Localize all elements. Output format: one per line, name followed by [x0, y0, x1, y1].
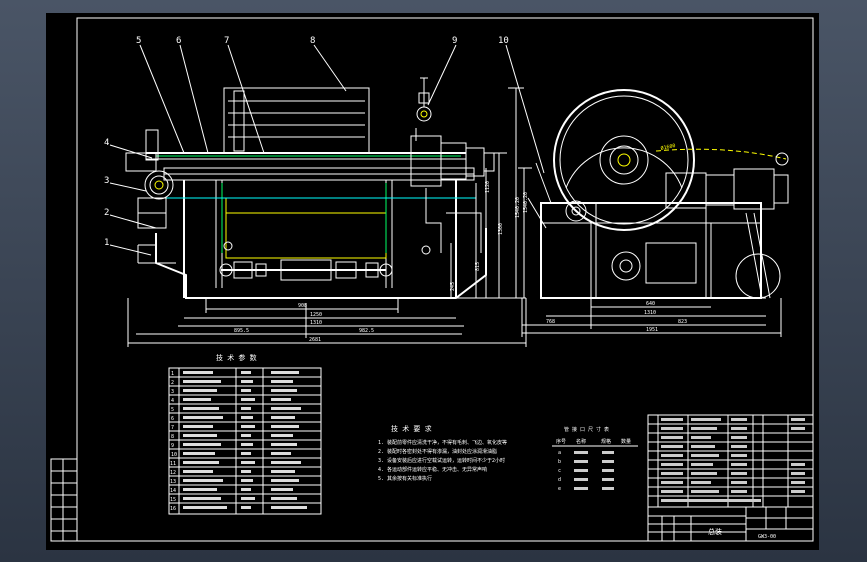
- svg-text:数量: 数量: [621, 438, 631, 445]
- dim-front-1540-20: 1540.20: [515, 197, 521, 218]
- dim-side-1540-20: 1540.20: [523, 192, 529, 213]
- part-number-8: 8: [310, 36, 315, 46]
- svg-text:12: 12: [170, 470, 176, 476]
- dim-side-640: 640: [646, 301, 655, 307]
- dim-side-1310: 1310: [644, 310, 656, 316]
- front-dimension-lines: [127, 298, 527, 347]
- dim-front-895-5: 895.5: [234, 328, 249, 334]
- svg-text:3: 3: [171, 389, 174, 395]
- svg-text:2: 2: [171, 380, 174, 386]
- svg-text:3. 设备安装后应进行空载试运转，运转时间不少于2小时: 3. 设备安装后应进行空载试运转，运转时间不少于2小时: [378, 457, 505, 464]
- left-margin-block: [50, 458, 78, 542]
- part-leaders: [109, 44, 545, 256]
- svg-text:名称: 名称: [576, 438, 586, 445]
- svg-text:13: 13: [170, 479, 176, 485]
- part-number-7: 7: [224, 36, 229, 46]
- dim-front-2681: 2681: [309, 337, 321, 343]
- svg-text:c: c: [558, 468, 561, 474]
- svg-text:5: 5: [171, 407, 174, 413]
- svg-text:4. 各运动部件运转应平稳、无冲击、无异常声响: 4. 各运动部件运转应平稳、无冲击、无异常声响: [378, 466, 487, 473]
- tech-parameters-table: [168, 367, 322, 515]
- part-number-9: 9: [452, 36, 457, 46]
- svg-text:序号: 序号: [556, 438, 566, 445]
- svg-text:b: b: [558, 459, 561, 465]
- tech-table-row-numbers: 1 2 3 4 5 6 7 8 9 10 11 12 13 14 15 16: [170, 371, 177, 512]
- part-number-6: 6: [176, 36, 181, 46]
- title-block: [647, 506, 814, 542]
- svg-text:5. 其余按有关标准执行: 5. 其余按有关标准执行: [378, 475, 432, 482]
- svg-text:e: e: [558, 486, 561, 492]
- svg-text:1. 装配前零件应清洗干净，不得有毛刺、飞边、氧化皮等: 1. 装配前零件应清洗干净，不得有毛刺、飞边、氧化皮等: [378, 439, 507, 446]
- svg-text:1: 1: [171, 371, 174, 377]
- part-number-3: 3: [104, 176, 109, 186]
- svg-text:8: 8: [171, 434, 174, 440]
- dim-front-815: 815: [475, 262, 481, 271]
- side-view: [518, 89, 789, 299]
- svg-text:16: 16: [170, 506, 176, 512]
- svg-text:10: 10: [171, 452, 177, 458]
- cad-drawing: 1540.20 1300 1120 815 245 908 1250 1310 …: [50, 17, 814, 542]
- svg-text:7: 7: [171, 425, 174, 431]
- front-view: [125, 77, 526, 299]
- dim-side-1951: 1951: [646, 327, 658, 333]
- dim-front-245: 245: [450, 282, 456, 291]
- svg-text:15: 15: [170, 497, 176, 503]
- dim-front-1250: 1250: [310, 312, 322, 318]
- svg-text:a: a: [558, 450, 561, 456]
- part-number-4: 4: [104, 138, 109, 148]
- tech-req-lines: 1. 装配前零件应清洗干净，不得有毛刺、飞边、氧化皮等 2. 装配时各密封处不得…: [378, 439, 507, 482]
- dim-front-982-5: 982.5: [359, 328, 374, 334]
- part-number-1: 1: [104, 238, 109, 248]
- svg-text:规格: 规格: [601, 438, 611, 445]
- dim-front-1310: 1310: [310, 320, 322, 326]
- svg-text:2. 装配时各密封处不得有渗漏，油封处应涂润滑油脂: 2. 装配时各密封处不得有渗漏，油封处应涂润滑油脂: [378, 448, 497, 455]
- drawing-border: [76, 17, 814, 542]
- interface-table: 序号 名称 规格 数量 a b c d e: [552, 438, 638, 492]
- tech-req-title: 技 术 要 求: [391, 424, 432, 433]
- part-number-10: 10: [498, 36, 509, 46]
- dim-front-908: 908: [298, 303, 307, 309]
- dim-side-823: 823: [678, 319, 687, 325]
- svg-text:d: d: [558, 477, 561, 483]
- svg-text:11: 11: [170, 461, 176, 467]
- dim-front-1120: 1120: [485, 181, 491, 193]
- part-number-2: 2: [104, 208, 109, 218]
- interface-table-title: 管 接 口 尺 寸 表: [564, 426, 609, 433]
- dim-front-1300: 1300: [498, 223, 504, 235]
- side-dimension-lines: [521, 298, 782, 337]
- svg-text:4: 4: [171, 398, 174, 404]
- assembly-label: 总装: [708, 527, 722, 536]
- dim-side-768: 768: [546, 319, 555, 325]
- svg-text:14: 14: [170, 488, 176, 494]
- parts-list-table: [647, 414, 814, 508]
- svg-text:9: 9: [171, 443, 174, 449]
- svg-text:6: 6: [171, 416, 174, 422]
- tech-table-title: 技 术 参 数: [216, 353, 257, 362]
- drawing-number: GW3-00: [758, 534, 776, 540]
- part-number-5: 5: [136, 36, 141, 46]
- drum-diameter-label: Ø1600: [660, 142, 676, 152]
- drawing-canvas: 1540.20 1300 1120 815 245 908 1250 1310 …: [46, 13, 819, 550]
